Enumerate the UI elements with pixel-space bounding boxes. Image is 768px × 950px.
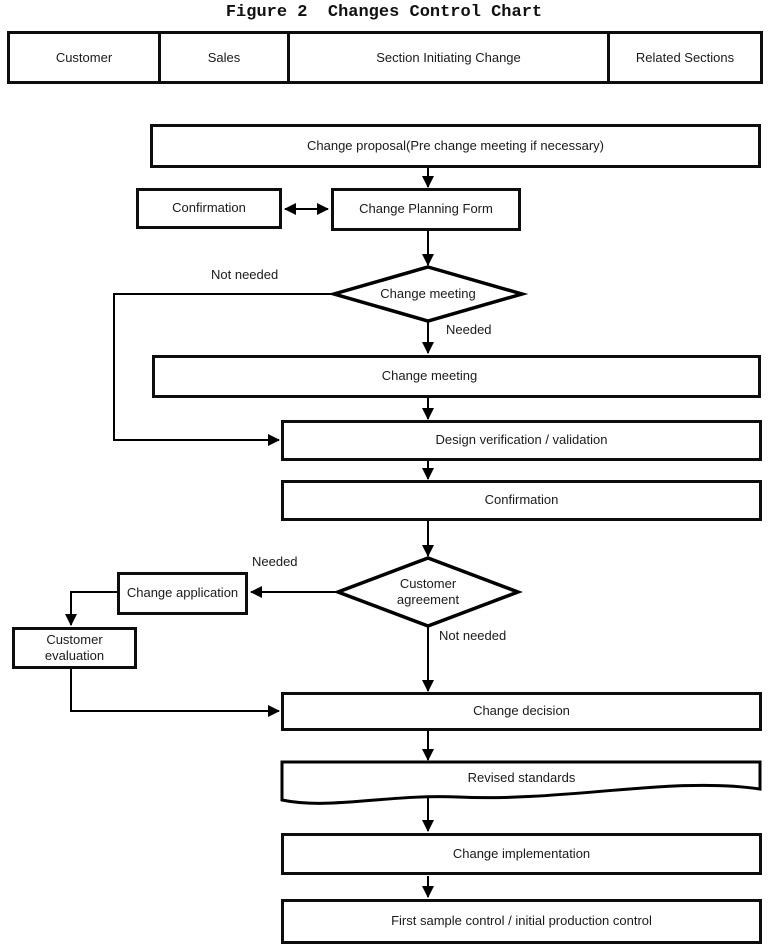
node-change-implementation: Change implementation [281,833,762,875]
node-change-decision: Change decision [281,692,762,731]
lane-customer: Customer [55,50,113,65]
swimlane-header: Customer Sales Section Initiating Change… [7,31,763,84]
node-confirmation-top: Confirmation [136,188,282,229]
document-shape-revised-standards [280,760,762,805]
lane-section-initiating-change: Section Initiating Change [287,34,607,81]
edge-label-customer-agreement-needed: Needed [252,554,298,569]
node-customer-evaluation: Customer evaluation [12,627,137,669]
node-first-sample-control: First sample control / initial productio… [281,899,762,944]
node-revised-standards: Revised standards [467,769,576,785]
flow-arrows [65,167,434,898]
node-change-proposal: Change proposal(Pre change meeting if ne… [150,124,761,168]
edge-label-change-meeting-needed: Needed [446,322,492,337]
node-change-meeting: Change meeting [152,355,761,398]
figure-title: Figure 2 Changes Control Chart [225,3,543,22]
lane-sales: Sales [158,34,287,81]
edge-label-customer-agreement-not-needed: Not needed [439,628,507,643]
node-change-application: Change application [117,572,248,615]
node-design-verification: Design verification / validation [281,420,762,461]
edge-label-change-meeting-not-needed: Not needed [211,267,279,282]
decision-label-customer-agreement: Customer agreement [396,575,460,607]
node-change-planning-form: Change Planning Form [331,188,521,231]
node-confirmation-mid: Confirmation [281,480,762,521]
lane-related-sections: Related Sections [607,34,760,81]
decision-label-change-meeting: Change meeting [380,285,476,301]
decision-shapes [280,265,762,805]
